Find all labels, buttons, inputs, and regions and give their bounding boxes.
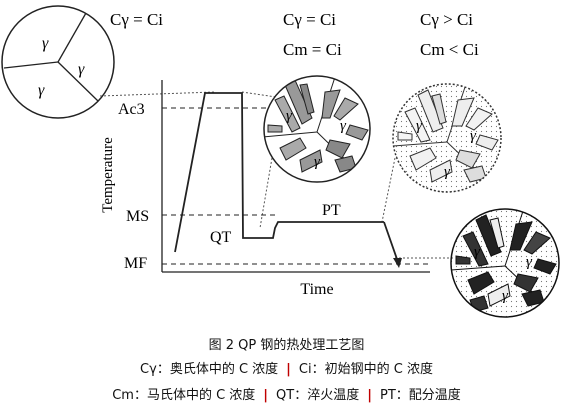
caption-title-text: 图 2 QP 钢的热处理工艺图: [208, 338, 365, 353]
pt-condition-label-1: Cγ > Ci: [420, 10, 473, 29]
ms-label: MS: [126, 208, 149, 225]
legend-c-gamma: Cγ：奥氏体中的 C 浓度: [138, 362, 280, 377]
mf-text: MF: [124, 255, 147, 272]
legend-text: ：马氏体中的 C 浓度: [133, 388, 256, 403]
gamma-symbol: γ: [416, 118, 423, 134]
quench-microstructure-circle: γ γ γ: [263, 75, 371, 183]
figure-caption-title: 图 2 QP 钢的热处理工艺图: [0, 334, 573, 353]
ac3-label: Ac3: [118, 101, 145, 118]
gamma-symbol: γ: [526, 254, 533, 270]
legend-symbol: Cγ: [140, 362, 157, 377]
legend-separator: |: [367, 388, 372, 403]
connector-line: [381, 157, 396, 223]
legend-separator: |: [286, 362, 291, 377]
legend-symbol: PT: [380, 388, 396, 403]
caption-legend-line-3: Cm：马氏体中的 C 浓度 | QT：淬火温度 | PT：配分温度: [0, 384, 573, 403]
gamma-symbol: γ: [340, 118, 347, 134]
pt-condition-label-2: Cm < Ci: [420, 40, 479, 59]
final-microstructure-circle: γ γ γ: [450, 208, 560, 318]
legend-text: ：初始钢中的 C 浓度: [311, 362, 433, 377]
legend-text: ：淬火温度: [294, 388, 360, 403]
heat-treatment-curve: [174, 92, 384, 253]
arrow-head-icon: [393, 258, 402, 268]
x-axis-label: Time: [300, 281, 333, 298]
gamma-symbol: γ: [470, 128, 477, 144]
connector-line: [259, 157, 273, 229]
legend-pt: PT：配分温度: [378, 388, 463, 403]
legend-c-i: Ci：初始钢中的 C 浓度: [297, 362, 435, 377]
legend-qt: QT：淬火温度: [274, 388, 361, 403]
initial-condition-label: Cγ = Ci: [110, 10, 163, 29]
gamma-symbol: γ: [502, 288, 509, 304]
mf-label: MF: [124, 255, 147, 272]
legend-c-m: Cm：马氏体中的 C 浓度: [110, 388, 257, 403]
legend-text: ：配分温度: [395, 388, 461, 403]
qt-condition-label-1: Cγ = Ci: [283, 10, 336, 29]
gamma-symbol: γ: [78, 61, 85, 78]
gamma-symbol: γ: [286, 108, 293, 124]
connector-line: [241, 91, 277, 98]
legend-symbol: QT: [276, 388, 295, 403]
qt-condition-label-2: Cm = Ci: [283, 40, 342, 59]
legend-symbol: Cm: [112, 388, 134, 403]
qt-label: QT: [210, 229, 232, 246]
chart-axes: [161, 80, 430, 273]
pt-label: PT: [322, 202, 341, 219]
y-axis-label: Temperature: [100, 137, 116, 213]
qp-process-diagram: Cγ = Ci Cγ = Ci Cm = Ci Cγ > Ci Cm < Ci …: [1, 5, 560, 318]
legend-symbol: Ci: [298, 362, 312, 377]
connector-line: [99, 91, 215, 97]
ac3-text: Ac3: [118, 101, 145, 118]
caption-legend-line-2: Cγ：奥氏体中的 C 浓度 | Ci：初始钢中的 C 浓度: [0, 358, 573, 377]
gamma-symbol: γ: [474, 244, 481, 260]
gamma-symbol: γ: [42, 35, 49, 52]
gamma-symbol: γ: [444, 164, 451, 180]
legend-separator: |: [263, 388, 269, 403]
gamma-symbol: γ: [38, 82, 45, 99]
gamma-symbol: γ: [314, 154, 321, 170]
pt-to-quench-line: [383, 221, 399, 263]
partition-microstructure-circle: γ γ γ: [392, 83, 502, 193]
ms-text: MS: [126, 208, 149, 225]
initial-austenite-circle: γ γ γ: [1, 5, 115, 119]
legend-text: ：奥氏体中的 C 浓度: [156, 362, 279, 377]
